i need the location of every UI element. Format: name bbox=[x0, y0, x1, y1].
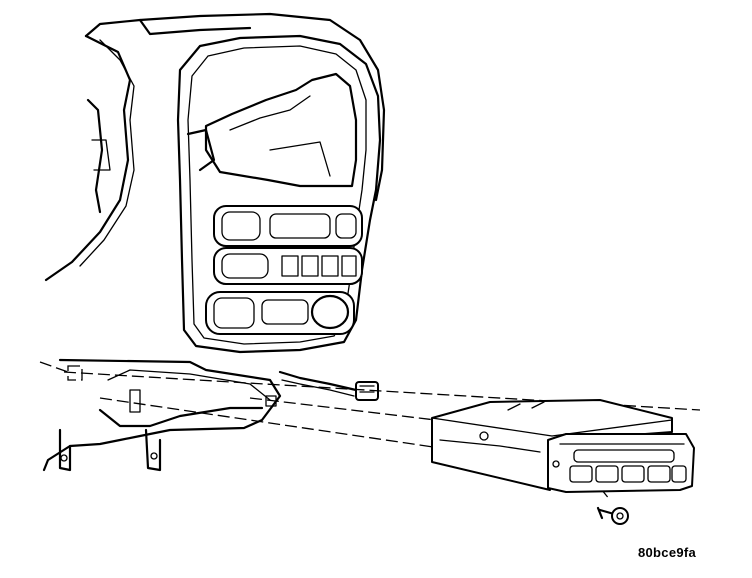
mounting-screw bbox=[596, 506, 629, 525]
instrument-panel-shell bbox=[44, 12, 386, 282]
figure-reference-code: 80bce9fa bbox=[638, 545, 697, 560]
radio-unit bbox=[431, 399, 695, 493]
radio-mounting-bracket bbox=[42, 358, 282, 472]
bezel-switch-bank bbox=[205, 205, 363, 335]
